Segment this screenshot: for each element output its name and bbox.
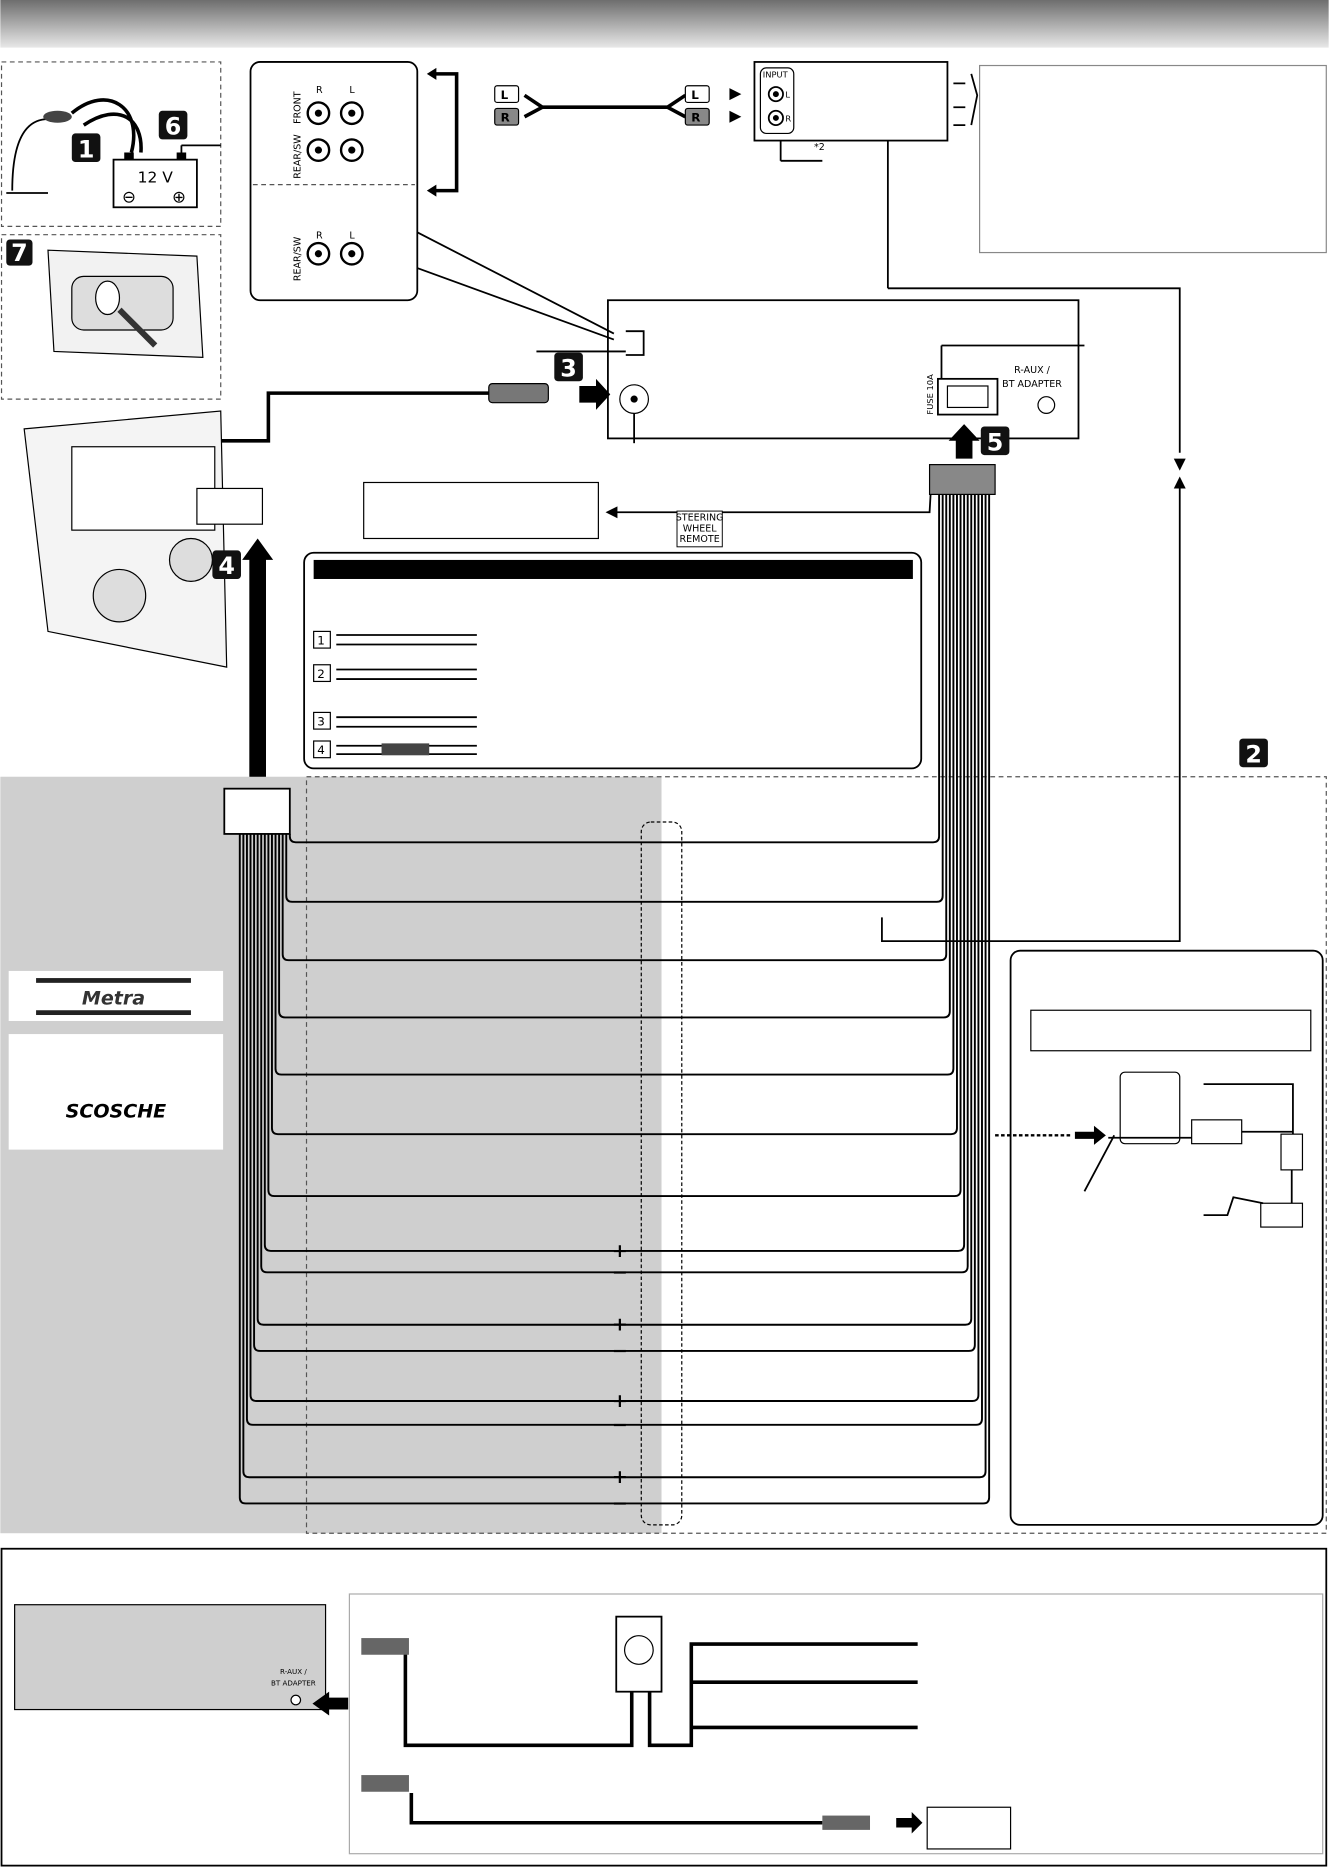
aux-section: R-AUX / BT ADAPTER xyxy=(0,1547,1328,1867)
metra-logo: Metra xyxy=(82,987,145,1009)
harness-wire xyxy=(288,494,941,844)
note-box xyxy=(979,64,1327,254)
polarity-plus-sign: + xyxy=(612,1390,628,1412)
step-5-badge: 5 xyxy=(987,428,1004,456)
head-unit: FUSE 10A R-AUX / BT ADAPTER xyxy=(536,299,1085,444)
aux-jack xyxy=(1037,396,1056,414)
harness-wire xyxy=(267,494,962,1198)
harness-wire xyxy=(242,494,987,1479)
steering-remote-box xyxy=(363,481,599,540)
rca-r2-label: R xyxy=(316,230,323,241)
battery-voltage: 12 V xyxy=(138,168,174,186)
rear-sw-label: REAR/SW xyxy=(293,134,304,179)
step-4-badge: 4 xyxy=(218,552,235,580)
amp-input-label: INPUT xyxy=(763,69,789,79)
battery-panel: 12 V ⊖ ⊕ 1 6 xyxy=(0,61,222,227)
harness-wire xyxy=(271,494,958,1136)
harness-gray-area xyxy=(0,776,662,1534)
header-bar xyxy=(0,0,1329,48)
aux-label-1: R-AUX / xyxy=(1014,365,1050,376)
rca-cable: L R L R xyxy=(494,85,742,126)
step-3-badge: 3 xyxy=(560,354,577,382)
polarity-plus-sign: + xyxy=(612,1314,628,1336)
splice-step-3: 3 xyxy=(317,715,325,729)
power-antenna-panel xyxy=(995,949,1324,1526)
polarity-plus-sign: + xyxy=(612,1466,628,1488)
harness-wire xyxy=(238,494,991,1505)
battery-minus: ⊖ xyxy=(122,188,136,207)
harness-wire xyxy=(278,494,951,1019)
unit-harness-connector xyxy=(928,464,996,495)
step-7-badge: 7 xyxy=(11,239,28,267)
steering-label-1: STEERING xyxy=(676,513,724,524)
plug-r-left: R xyxy=(501,111,510,125)
step-1-badge: 1 xyxy=(78,135,95,163)
harness-wire xyxy=(249,494,980,1402)
vehicle-harness-connector xyxy=(223,787,291,835)
polarity-minus-sign: − xyxy=(612,1261,628,1283)
front-label: FRONT xyxy=(293,91,304,124)
bottom-aux-2: BT ADAPTER xyxy=(271,1679,316,1688)
harness-wire xyxy=(281,494,948,962)
harness-wire xyxy=(256,494,973,1326)
plug-l-left: L xyxy=(501,88,509,102)
scosche-logo-box xyxy=(8,1034,224,1150)
polarity-minus-sign: − xyxy=(612,1340,628,1362)
rca-l2-label: L xyxy=(349,230,355,241)
bottom-aux-1: R-AUX / xyxy=(280,1667,307,1676)
polarity-minus-sign: − xyxy=(612,1492,628,1514)
splice-instructions: 1 2 3 4 xyxy=(303,551,923,770)
reset-panel: 7 xyxy=(0,234,222,400)
battery-plus: ⊕ xyxy=(172,188,186,207)
polarity-minus-sign: − xyxy=(612,1414,628,1436)
amp-r: R xyxy=(785,114,791,124)
harness-wire xyxy=(245,494,983,1426)
aux-label-2: BT ADAPTER xyxy=(1002,379,1062,390)
wire-group: +−+−+−+− xyxy=(238,494,991,1514)
amp-l: L xyxy=(785,90,790,100)
polarity-plus-sign: + xyxy=(612,1240,628,1262)
plug-l-right: L xyxy=(691,88,699,102)
rca-r-label: R xyxy=(316,85,323,96)
splice-step-4: 4 xyxy=(317,743,325,757)
amp-ground-note: *2 xyxy=(814,142,825,153)
fuse-label: FUSE 10A xyxy=(925,374,935,415)
harness-wire xyxy=(274,494,955,1076)
steering-label-3: REMOTE xyxy=(680,534,720,545)
step-2-badge: 2 xyxy=(1245,740,1262,768)
scosche-logo: SCOSCHE xyxy=(66,1100,167,1122)
dashboard-illustration xyxy=(23,410,264,668)
amplifier: INPUT L R *2 xyxy=(753,61,1181,453)
rca-output-panel: R L FRONT REAR/SW R L REAR/SW xyxy=(249,61,615,341)
harness-wire xyxy=(260,494,969,1274)
steering-label-2: WHEEL xyxy=(683,523,718,534)
splice-step-1: 1 xyxy=(317,634,325,648)
harness-wire xyxy=(263,494,966,1252)
rear-sw2-label: REAR/SW xyxy=(293,236,304,281)
harness-wire xyxy=(285,494,944,903)
harness-wire xyxy=(253,494,976,1352)
splice-step-2: 2 xyxy=(317,667,325,681)
rca-l-label: L xyxy=(349,85,355,96)
step-6-badge: 6 xyxy=(165,113,182,141)
plug-r-right: R xyxy=(691,111,700,125)
